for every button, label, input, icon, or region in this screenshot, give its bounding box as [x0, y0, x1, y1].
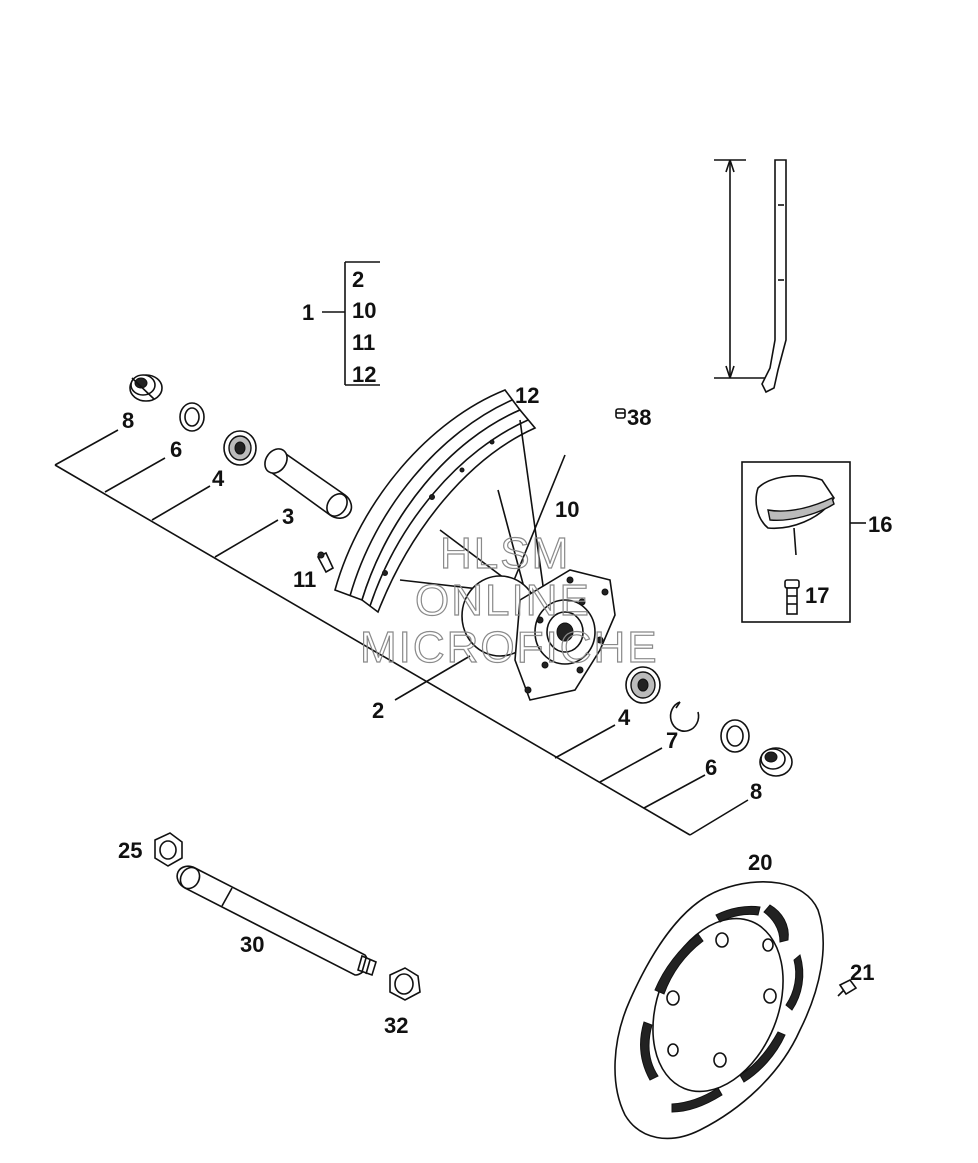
- callout-labels: 1 2 10 11 12 12 38 10 11 16 17 8 6 4 3 2…: [118, 267, 892, 1038]
- callout-6-right: 6: [705, 755, 717, 780]
- callout-4-left: 4: [212, 466, 225, 491]
- oil-seal-left-icon: [179, 402, 205, 432]
- plug-icon: [615, 408, 626, 419]
- callout-30: 30: [240, 932, 264, 957]
- callout-21: 21: [850, 960, 874, 985]
- spacer-bushing-right-icon: [759, 747, 793, 777]
- bearing-left-icon: [223, 430, 257, 466]
- callout-10-group: 10: [352, 298, 376, 323]
- callout-25: 25: [118, 838, 142, 863]
- oil-seal-right-icon: [720, 719, 750, 753]
- callout-11-group: 11: [352, 330, 375, 355]
- wheel-axle-icon: [176, 865, 377, 977]
- watermark-line-3: MICROFICHE: [360, 623, 659, 672]
- nipple-kit-box: [741, 461, 866, 623]
- callout-4-right: 4: [618, 705, 631, 730]
- watermark-line-2: ONLINE: [415, 576, 591, 625]
- axle-nut-right-icon: [389, 967, 421, 1001]
- callout-32: 32: [384, 1013, 408, 1038]
- leader-lines-left: [54, 429, 749, 836]
- callout-3: 3: [282, 504, 294, 529]
- callout-6-left: 6: [170, 437, 182, 462]
- assembly-bracket: [322, 261, 380, 386]
- callout-2-group: 2: [352, 267, 364, 292]
- watermark-line-1: HLSM: [440, 529, 570, 578]
- callout-1: 1: [302, 300, 314, 325]
- brake-disc-icon: [614, 881, 824, 1140]
- callout-11: 11: [293, 567, 316, 592]
- callout-12-group: 12: [352, 362, 376, 387]
- callout-38: 38: [627, 405, 651, 430]
- spacer-tube-icon: [264, 448, 353, 519]
- bolt-icon: [784, 579, 800, 615]
- watermark: HLSM ONLINE MICROFICHE: [359, 528, 659, 672]
- callout-10: 10: [555, 497, 579, 522]
- disc-bolt-icon: [837, 978, 858, 997]
- bearing-right-icon: [625, 666, 661, 704]
- spacer-bushing-left-icon: [129, 374, 163, 402]
- callout-17: 17: [805, 583, 829, 608]
- circlip-icon: [669, 701, 700, 732]
- callout-2: 2: [372, 698, 384, 723]
- callout-16: 16: [868, 512, 892, 537]
- callout-8-left: 8: [122, 408, 134, 433]
- callout-8-right: 8: [750, 779, 762, 804]
- callout-20: 20: [748, 850, 772, 875]
- spoke-nipple-icon: [316, 551, 335, 574]
- callout-12: 12: [515, 383, 539, 408]
- axle-nut-icon: [154, 832, 183, 867]
- spoke-detail-icon: [714, 159, 787, 394]
- wheel-rim-icon: [334, 389, 537, 614]
- wheel-hub-icon: [461, 569, 616, 701]
- callout-7: 7: [666, 728, 678, 753]
